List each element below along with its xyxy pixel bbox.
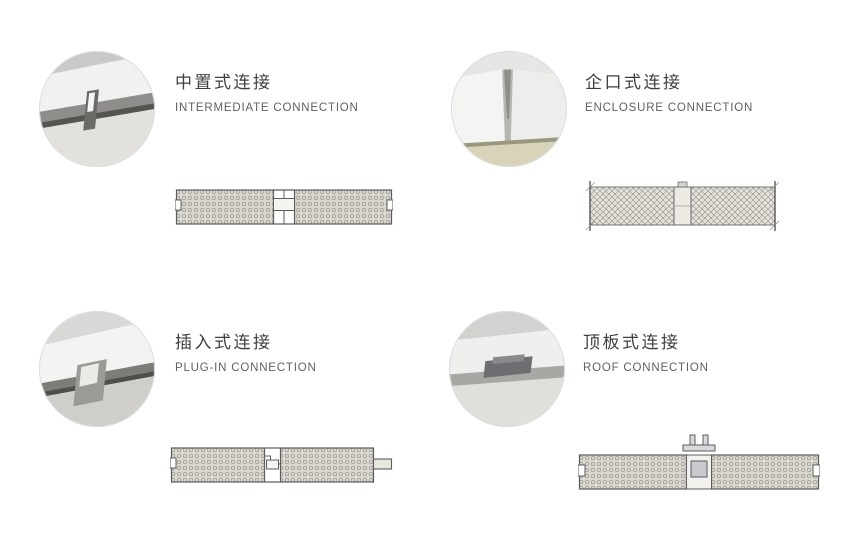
roof-connection-cross-section <box>578 431 820 497</box>
card-enclosure-connection: 企口式连接 ENCLOSURE CONNECTION <box>450 50 845 300</box>
card-roof-connection: 顶板式连接 ROOF CONNECTION <box>448 310 843 550</box>
enclosure-connection-titles: 企口式连接 ENCLOSURE CONNECTION <box>585 74 753 115</box>
roof-connection-photo <box>448 310 566 428</box>
roof-connection-title-zh: 顶板式连接 <box>583 333 681 352</box>
intermediate-connection-title-en: INTERMEDIATE CONNECTION <box>175 102 359 114</box>
plugin-connection-title-zh: 插入式连接 <box>175 333 273 352</box>
intermediate-connection-title-zh: 中置式连接 <box>175 73 273 92</box>
plugin-connection-title-en: PLUG-IN CONNECTION <box>175 362 317 374</box>
enclosure-connection-photo <box>450 50 568 168</box>
roof-connection-titles: 顶板式连接 ROOF CONNECTION <box>583 334 709 375</box>
plugin-connection-titles: 插入式连接 PLUG-IN CONNECTION <box>175 334 317 375</box>
enclosure-connection-title-zh: 企口式连接 <box>585 73 683 92</box>
plugin-connection-photo <box>38 310 156 428</box>
plugin-connection-cross-section <box>170 441 395 489</box>
card-plugin-connection: 插入式连接 PLUG-IN CONNECTION <box>38 310 433 550</box>
card-intermediate-connection: 中置式连接 INTERMEDIATE CONNECTION <box>38 50 433 300</box>
intermediate-connection-titles: 中置式连接 INTERMEDIATE CONNECTION <box>175 74 359 115</box>
intermediate-connection-cross-section <box>175 183 393 231</box>
enclosure-connection-cross-section <box>585 176 780 236</box>
intermediate-connection-photo <box>38 50 156 168</box>
roof-connection-title-en: ROOF CONNECTION <box>583 362 709 374</box>
enclosure-connection-title-en: ENCLOSURE CONNECTION <box>585 102 754 114</box>
